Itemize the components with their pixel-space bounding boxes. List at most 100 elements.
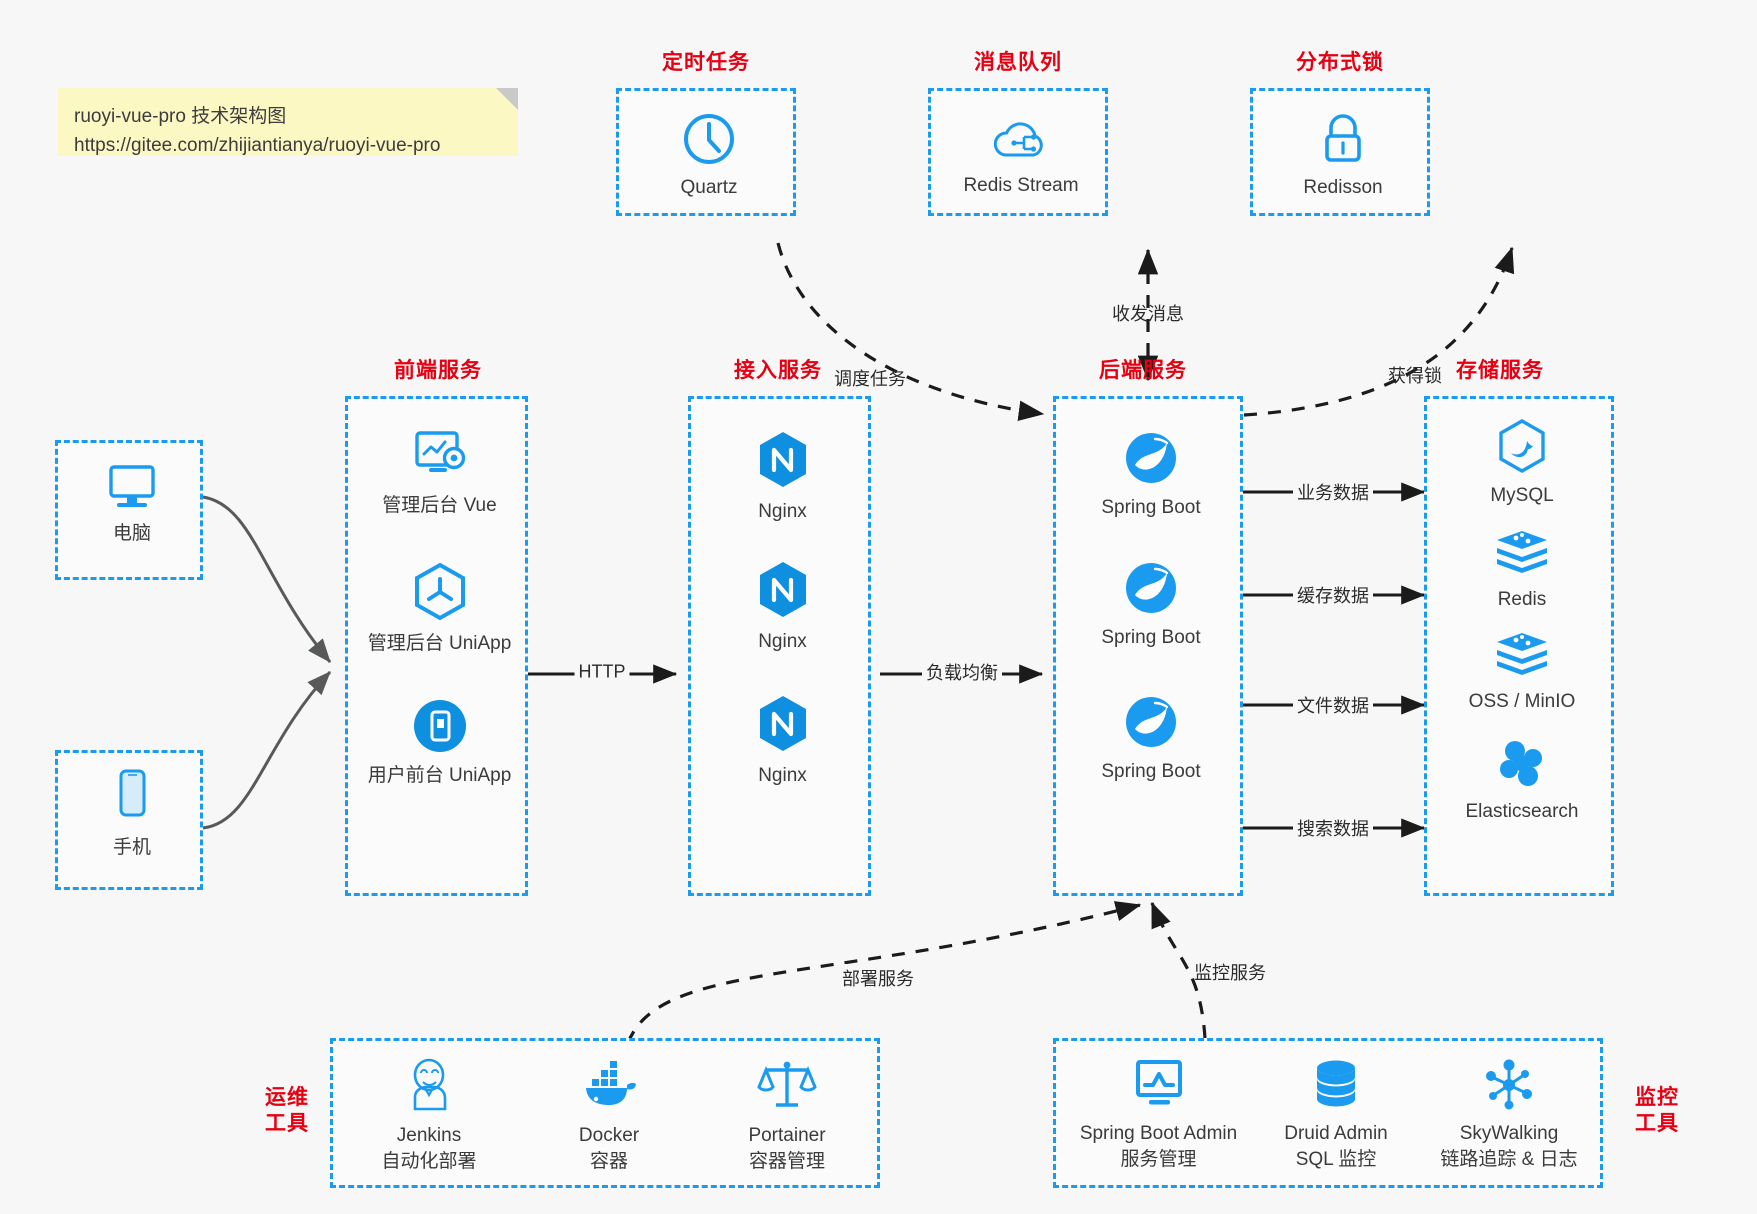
node-druid-admin[interactable]: Druid Admin SQL 监控 <box>1256 1057 1416 1173</box>
node-admin-uniapp[interactable]: 管理后台 UniApp <box>348 561 531 657</box>
group-title-backend: 后端服务 <box>1099 359 1187 382</box>
node-label: Spring Boot <box>1101 497 1201 518</box>
client-mobile-box: 手机 <box>55 750 203 890</box>
node-label: Nginx <box>758 501 807 522</box>
cloud-stream-icon <box>990 113 1052 165</box>
node-label: Redisson <box>1303 177 1383 198</box>
group-title-mq: 消息队列 <box>974 51 1062 74</box>
group-title-frontend: 前端服务 <box>394 359 482 382</box>
clock-icon <box>681 111 737 167</box>
nginx-icon <box>755 559 811 621</box>
node-spring-boot-1[interactable]: Spring Boot <box>1056 429 1246 521</box>
redis-icon <box>1492 527 1552 579</box>
lock-icon <box>1318 111 1368 167</box>
mobile-icon <box>110 767 154 827</box>
note-line-1: ruoyi-vue-pro 技术架构图 <box>74 106 287 127</box>
node-label: Jenkins <box>396 1125 462 1146</box>
mysql-icon <box>1494 417 1550 475</box>
node-user-uniapp[interactable]: 用户前台 UniApp <box>348 697 531 789</box>
node-label: Portainer <box>748 1125 826 1146</box>
group-title-monitor-line1: 监控 <box>1635 1086 1679 1109</box>
edge-label-business-data: 业务数据 <box>1293 478 1373 506</box>
app-window-icon <box>411 697 469 755</box>
node-admin-vue[interactable]: 管理后台 Vue <box>348 427 531 519</box>
edge-label-send-receive-message: 收发消息 <box>1112 304 1184 324</box>
backend-box: Spring Boot Spring Boot Spring Boot <box>1053 396 1243 896</box>
scales-icon <box>756 1057 818 1115</box>
node-label: 管理后台 UniApp <box>367 633 512 654</box>
node-docker[interactable]: Docker 容器 <box>529 1057 689 1175</box>
node-skywalking[interactable]: SkyWalking 链路追踪 & 日志 <box>1414 1057 1604 1173</box>
group-title-monitor: 监控 工具 <box>1628 1085 1686 1138</box>
edge-label-http: HTTP <box>574 660 630 684</box>
spring-boot-icon <box>1122 559 1180 617</box>
node-label: Quartz <box>680 177 738 198</box>
node-jenkins[interactable]: Jenkins 自动化部署 <box>349 1057 509 1175</box>
node-redis[interactable]: Redis <box>1427 527 1617 613</box>
node-sublabel: 容器 <box>589 1150 628 1172</box>
group-title-devops-line2: 工具 <box>265 1112 309 1136</box>
edge-label-file-data: 文件数据 <box>1293 691 1373 719</box>
storage-box: MySQL Redis <box>1424 396 1614 896</box>
edge-label-acquire-lock: 获得锁 <box>1388 366 1442 386</box>
node-desktop[interactable]: 电脑 <box>58 461 206 547</box>
oss-icon <box>1492 629 1552 681</box>
group-title-storage: 存储服务 <box>1456 359 1544 382</box>
node-label: Redis Stream <box>963 175 1079 196</box>
node-label: Druid Admin <box>1284 1123 1388 1144</box>
node-elasticsearch[interactable]: Elasticsearch <box>1427 737 1617 825</box>
edge-label-search-data: 搜索数据 <box>1293 814 1373 842</box>
node-nginx-1[interactable]: Nginx <box>691 429 874 525</box>
node-label: Nginx <box>758 765 807 786</box>
node-redisson[interactable]: Redisson <box>1253 111 1433 201</box>
node-portainer[interactable]: Portainer 容器管理 <box>707 1057 867 1175</box>
node-sublabel: 自动化部署 <box>381 1150 477 1172</box>
scheduler-box: Quartz <box>616 88 796 216</box>
node-label: Redis <box>1497 589 1547 610</box>
desktop-icon <box>104 461 160 513</box>
node-label: 管理后台 Vue <box>382 495 497 516</box>
monitor-box: Spring Boot Admin 服务管理 Druid Admin SQL 监… <box>1053 1038 1603 1188</box>
edge-label-schedule-task: 调度任务 <box>834 369 906 389</box>
spring-boot-icon <box>1122 429 1180 487</box>
note-fold-corner <box>496 88 518 110</box>
edge-label-load-balance: 负载均衡 <box>922 658 1002 686</box>
nginx-icon <box>755 693 811 755</box>
node-label: Spring Boot <box>1101 627 1201 648</box>
node-spring-boot-admin[interactable]: Spring Boot Admin 服务管理 <box>1066 1057 1251 1173</box>
gateway-box: Nginx Nginx Nginx <box>688 396 871 896</box>
node-spring-boot-3[interactable]: Spring Boot <box>1056 693 1246 785</box>
frontend-box: 管理后台 Vue 管理后台 UniApp 用户前台 UniApp <box>345 396 528 896</box>
node-sublabel: 容器管理 <box>748 1150 825 1172</box>
node-redis-stream[interactable]: Redis Stream <box>931 113 1111 199</box>
spring-boot-icon <box>1122 693 1180 751</box>
node-spring-boot-2[interactable]: Spring Boot <box>1056 559 1246 651</box>
node-oss-minio[interactable]: OSS / MinIO <box>1427 629 1617 715</box>
group-title-lock: 分布式锁 <box>1296 51 1384 74</box>
database-icon <box>1309 1057 1363 1113</box>
group-title-gateway: 接入服务 <box>734 359 822 382</box>
group-title-monitor-line2: 工具 <box>1635 1112 1679 1136</box>
mq-box: Redis Stream <box>928 88 1108 216</box>
node-mysql[interactable]: MySQL <box>1427 417 1617 509</box>
node-label: 用户前台 UniApp <box>367 765 512 786</box>
node-label: OSS / MinIO <box>1468 691 1576 712</box>
group-title-devops: 运维 工具 <box>258 1085 316 1138</box>
devops-box: Jenkins 自动化部署 Docker 容器 <box>330 1038 880 1188</box>
node-nginx-2[interactable]: Nginx <box>691 559 874 655</box>
node-nginx-3[interactable]: Nginx <box>691 693 874 789</box>
node-mobile[interactable]: 手机 <box>58 767 206 861</box>
node-label: SkyWalking <box>1459 1123 1559 1144</box>
node-label: Nginx <box>758 631 807 652</box>
node-sublabel: 服务管理 <box>1120 1148 1197 1170</box>
client-desktop-box: 电脑 <box>55 440 203 580</box>
dashboard-gear-icon <box>409 427 471 485</box>
edge-label-deploy-service: 部署服务 <box>838 964 918 992</box>
node-quartz[interactable]: Quartz <box>619 111 799 201</box>
docker-icon <box>578 1057 640 1115</box>
node-label: 手机 <box>112 837 151 858</box>
skywalking-icon <box>1480 1057 1538 1113</box>
edge-label-monitor-service: 监控服务 <box>1194 963 1266 983</box>
node-label: Elasticsearch <box>1465 801 1579 822</box>
